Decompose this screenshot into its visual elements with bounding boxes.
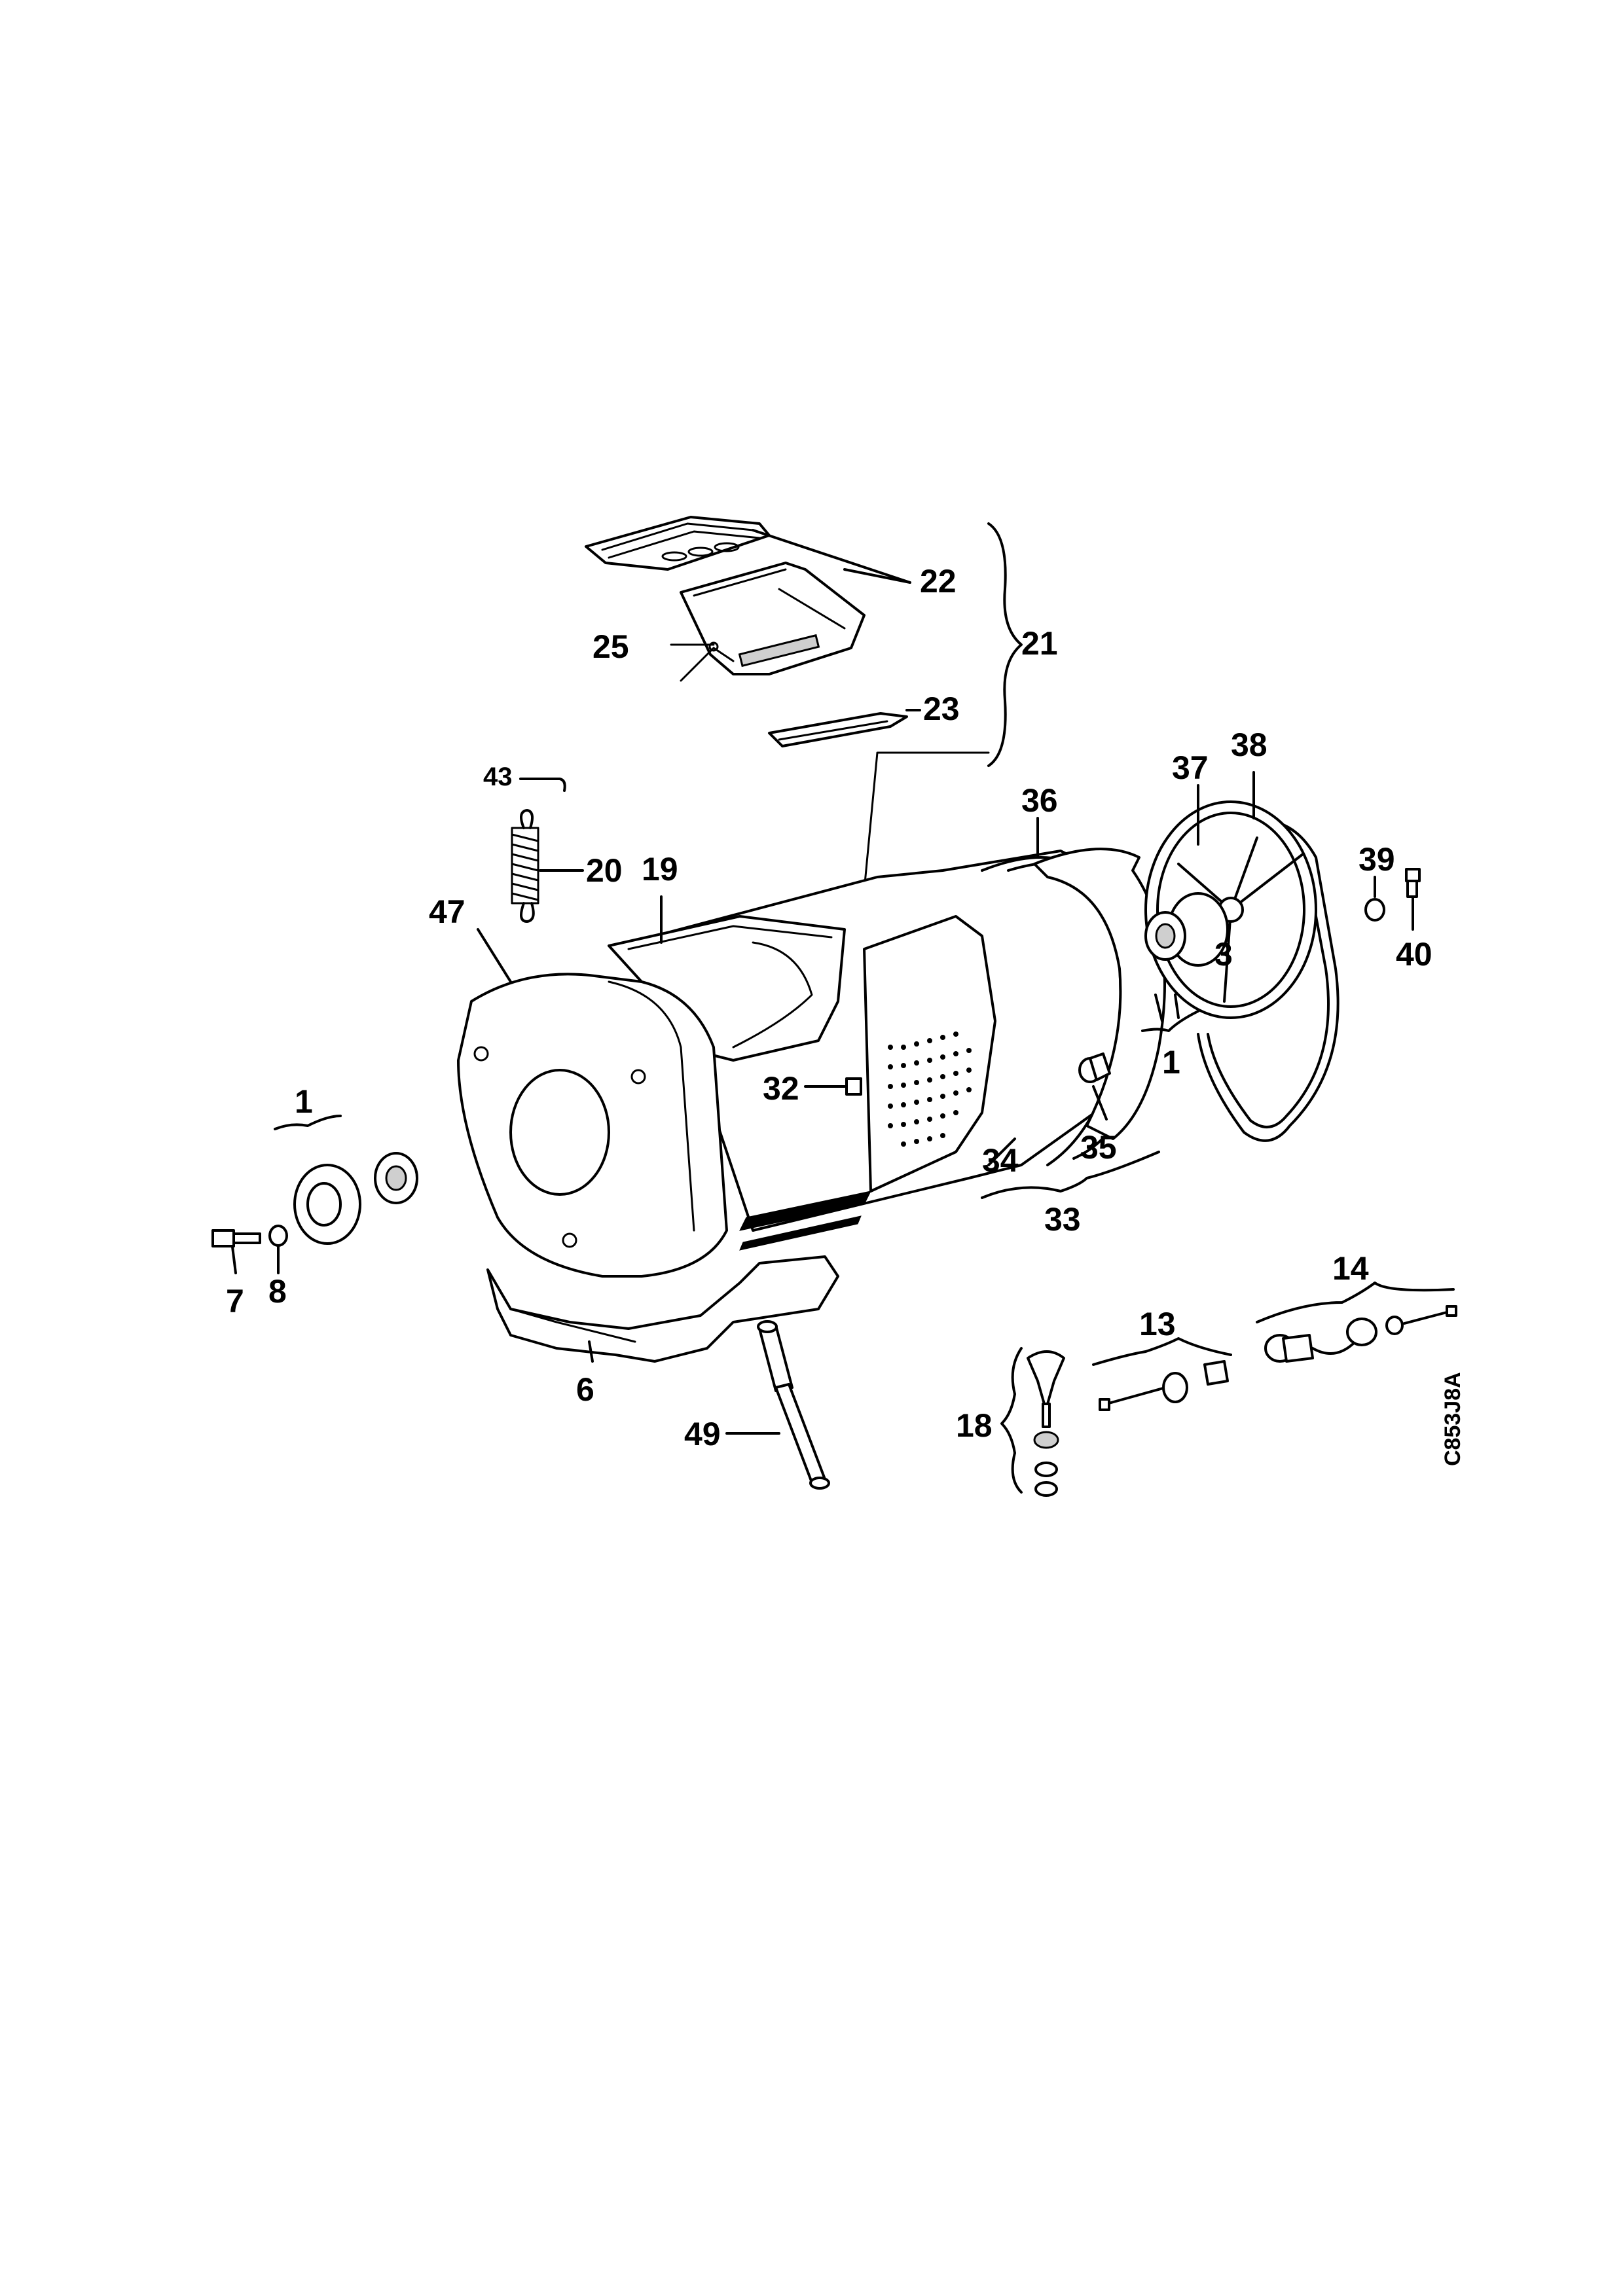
part-23-paddle-rib (768, 712, 908, 747)
label-6: 6 (576, 1371, 594, 1408)
brace-33 (981, 1151, 1160, 1199)
label-25: 25 (593, 628, 629, 665)
label-21: 21 (1021, 625, 1058, 662)
part-22-lower-plate (680, 562, 866, 675)
screw-25-icon (708, 641, 719, 652)
leader-21-to-drum (863, 751, 990, 891)
label-35: 35 (1080, 1129, 1117, 1166)
part-1-bearing (374, 1152, 418, 1204)
part-8-washer (268, 1225, 288, 1247)
part-1-bearing-flange (293, 1164, 361, 1245)
label-7: 7 (226, 1283, 244, 1319)
label-22: 22 (920, 563, 957, 600)
brace-21 (987, 522, 1023, 767)
label-39: 39 (1359, 841, 1395, 878)
label-37: 37 (1172, 749, 1209, 786)
label-1b: 1 (1162, 1044, 1180, 1081)
label-38: 38 (1231, 726, 1267, 763)
label-49: 49 (684, 1416, 721, 1452)
label-1a: 1 (295, 1083, 313, 1120)
part-32-icon (845, 1077, 862, 1096)
label-13: 13 (1139, 1306, 1176, 1342)
label-20: 20 (586, 852, 623, 889)
label-34: 34 (982, 1142, 1019, 1179)
label-36: 36 (1021, 782, 1058, 819)
leader-35 (1092, 1085, 1108, 1121)
leader-34 (987, 1138, 1016, 1166)
brace-18 (1000, 1347, 1023, 1494)
brace-14 (1256, 1282, 1455, 1323)
leader-6 (588, 1340, 594, 1363)
label-3: 3 (1214, 936, 1233, 973)
part-22-upper-plate (585, 516, 771, 571)
label-43: 43 (483, 762, 513, 791)
brace-13 (1092, 1337, 1232, 1366)
label-19: 19 (642, 851, 678, 888)
part-3-flange (1144, 892, 1229, 967)
label-40: 40 (1396, 936, 1432, 973)
spring-20 (511, 809, 539, 923)
label-14: 14 (1332, 1250, 1369, 1287)
leader-7 (231, 1246, 237, 1274)
hook-43 (519, 778, 566, 792)
label-18: 18 (956, 1407, 993, 1444)
part-7-bolt (211, 1229, 261, 1247)
part-40-screw (1405, 868, 1421, 898)
part-49-shock-absorber (757, 1320, 830, 1490)
leader-22 (752, 529, 911, 584)
label-23: 23 (923, 691, 960, 727)
brace-1a (274, 1115, 342, 1130)
leader-47 (477, 928, 512, 983)
label-32: 32 (763, 1070, 799, 1107)
part-18-foot (1027, 1350, 1065, 1497)
part-14-hinge-set (1264, 1305, 1457, 1363)
brace-1b (1141, 994, 1199, 1032)
part-13-bolt-washer (1099, 1360, 1229, 1411)
label-33: 33 (1044, 1201, 1081, 1238)
part-39-washer (1364, 898, 1385, 922)
drum-perforations (888, 1031, 972, 1147)
part-35-bushing (1078, 1052, 1111, 1083)
drawing-code: C853J8A (1440, 1372, 1465, 1466)
tub-assembly (457, 848, 1166, 1363)
label-47: 47 (429, 893, 465, 930)
part-37-pulley (1144, 800, 1317, 1019)
label-8: 8 (268, 1273, 287, 1310)
